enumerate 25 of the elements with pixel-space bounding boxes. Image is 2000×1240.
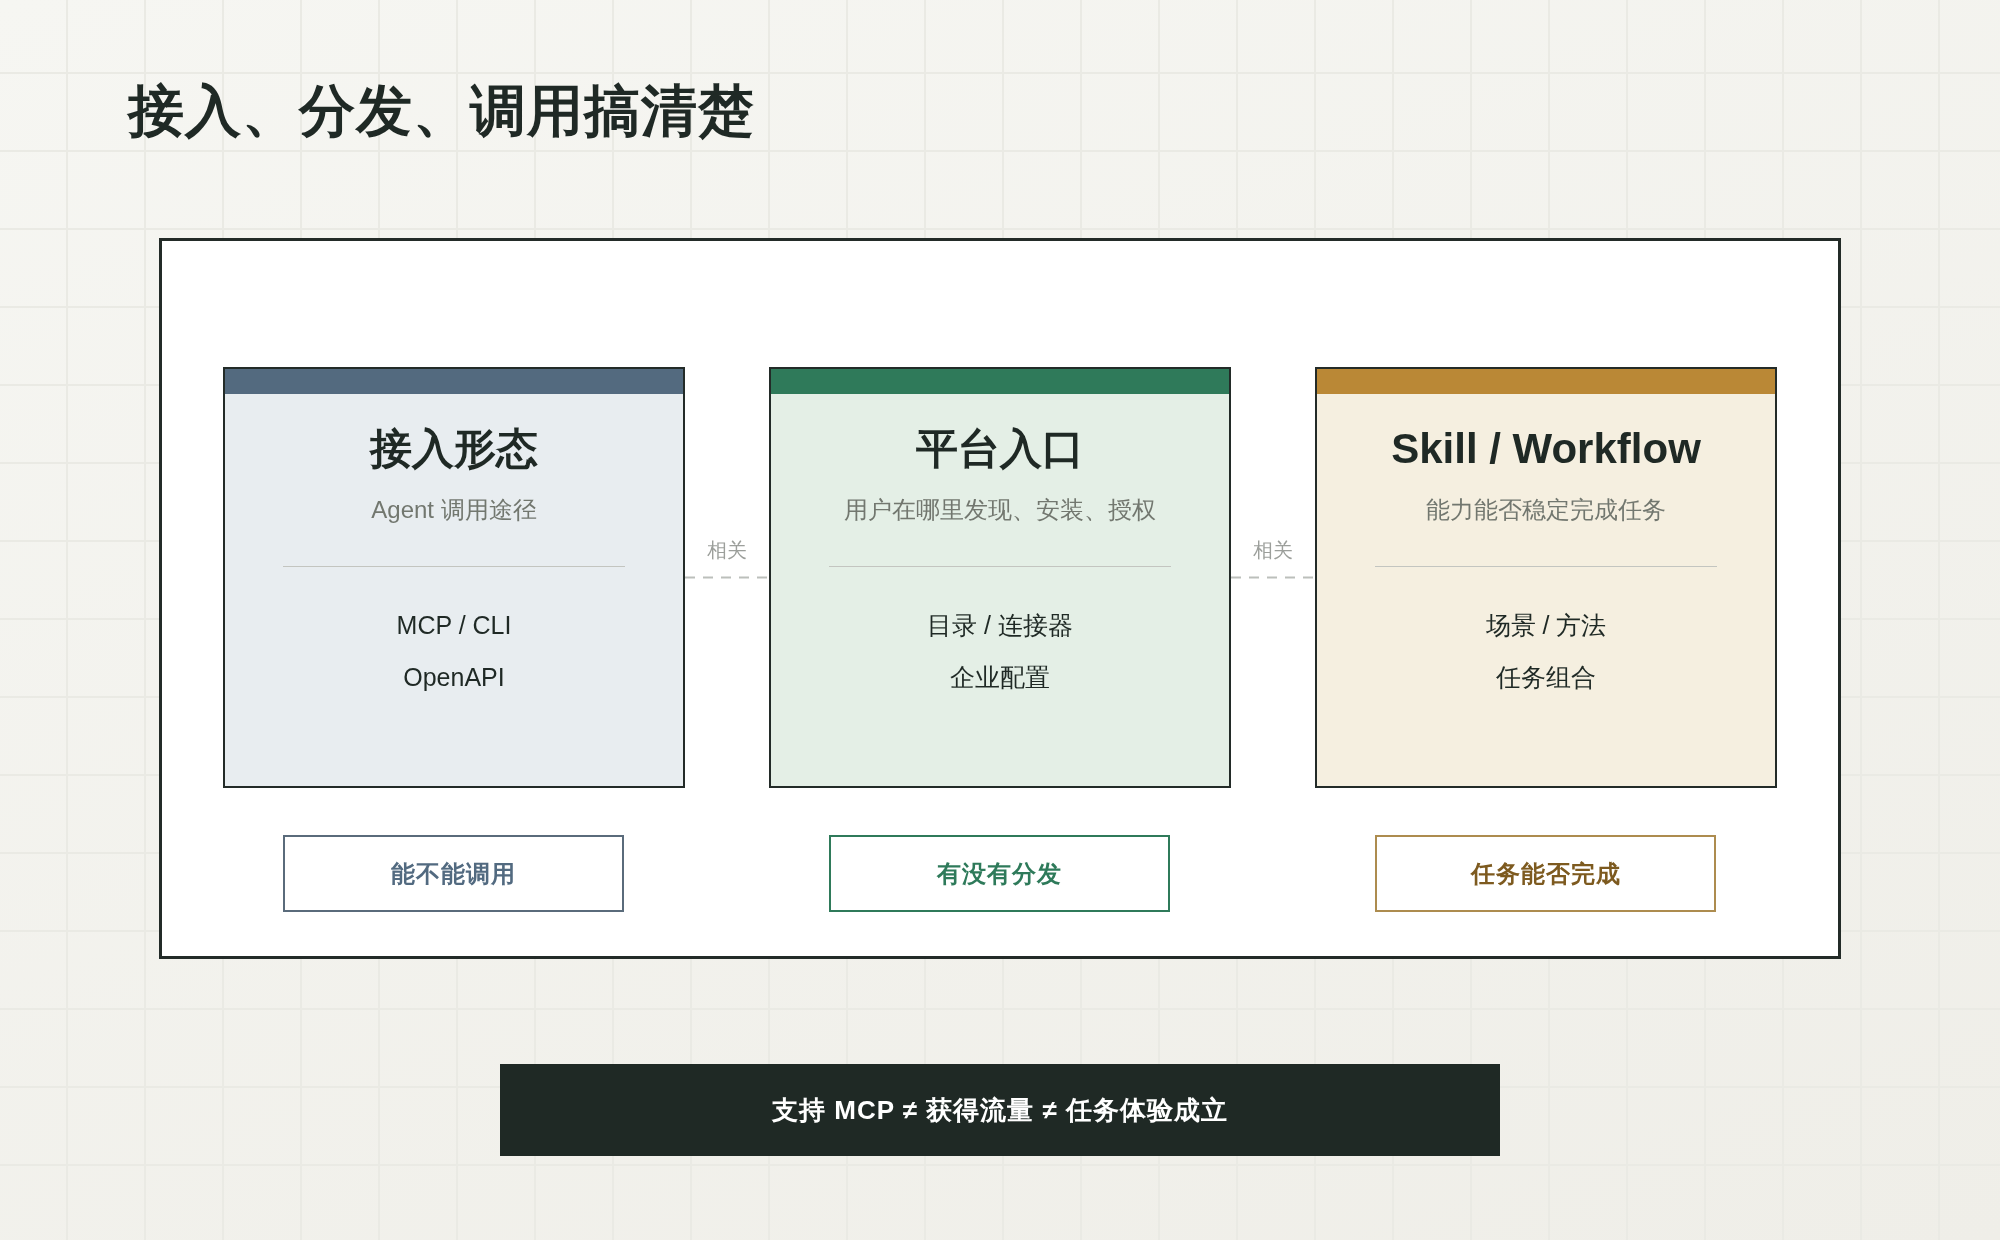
item-label: 场景 / 方法 (1485, 610, 1607, 640)
card (1315, 367, 1777, 788)
item-label: 任务组合 (1496, 662, 1596, 692)
item-label: 企业配置 (950, 662, 1050, 692)
title: 接入、分发、调用搞清楚 (128, 78, 755, 145)
frame (159, 238, 1841, 959)
card (769, 367, 1231, 788)
edge-label: 相关 (705, 537, 749, 562)
connector-line (1230, 576, 1316, 579)
card-subtitle: 用户在哪里发现、安装、授权 (844, 495, 1156, 525)
card-title: 接入形态 (370, 423, 538, 474)
card-title: 平台入口 (916, 423, 1084, 474)
card-title: Skill / Workflow (1391, 423, 1701, 474)
edge-label: 相关 (1251, 537, 1295, 562)
banner: 支持 MCP ≠ 获得流量 ≠ 任务体验成立 (500, 1064, 1500, 1156)
card (223, 367, 685, 788)
item-label: MCP / CLI (396, 610, 512, 640)
connector-line (684, 576, 770, 579)
item-label: 目录 / 连接器 (927, 610, 1073, 640)
card-subtitle: 能力能否稳定完成任务 (1426, 495, 1666, 525)
result-box: 任务能否完成 (1375, 835, 1716, 912)
card-subtitle: Agent 调用途径 (371, 495, 537, 525)
result-box: 有没有分发 (829, 835, 1170, 912)
result-box: 能不能调用 (283, 835, 624, 912)
item-label: OpenAPI (403, 662, 505, 692)
